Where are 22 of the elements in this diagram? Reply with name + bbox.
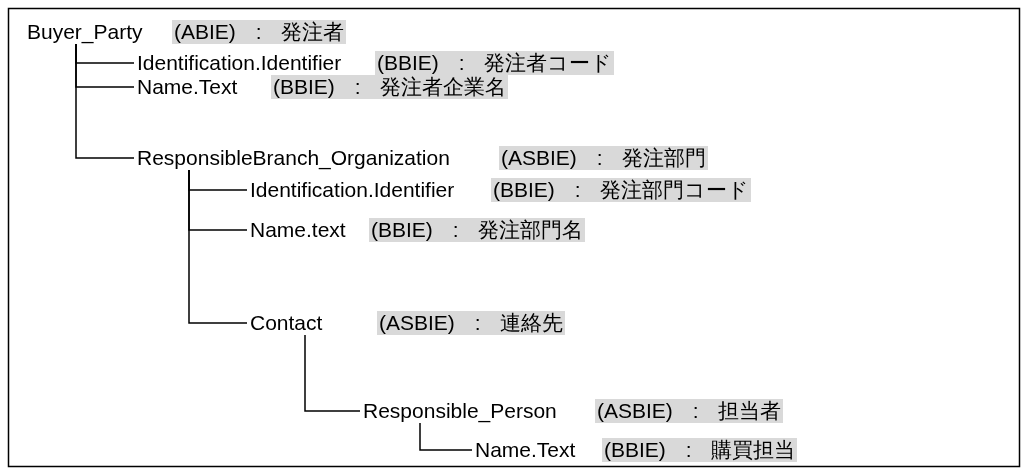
element-name: Contact [250,311,323,334]
type-label: (ASBIE) : 発注部門 [499,146,709,170]
element-name: Name.Text [475,438,576,461]
element-name: Responsible_Person [363,399,557,422]
tree-connector [304,334,361,412]
type-label: (BBIE) : 発注部門コード [491,178,752,202]
tree-connector [419,422,473,451]
element-name: Name.Text [137,75,238,98]
tree-connector [188,169,248,324]
type-label: (BBIE) : 発注部門名 [369,218,586,242]
type-label: (BBIE) : 購買担当 [602,438,798,462]
element-name: Identification.Identifier [137,51,342,74]
element-name: Buyer_Party [27,20,143,43]
element-name: ResponsibleBranch_Organization [137,146,450,169]
element-name: Name.text [250,218,346,241]
type-label: (ASBIE) : 担当者 [595,399,784,423]
element-name: Identification.Identifier [250,178,455,201]
type-label: (ABIE) : 発注者 [172,20,347,44]
type-label: (BBIE) : 発注者企業名 [271,75,509,99]
tree-connector [75,43,135,159]
type-label: (ASBIE) : 連絡先 [377,311,566,335]
type-label: (BBIE) : 発注者コード [375,51,615,75]
